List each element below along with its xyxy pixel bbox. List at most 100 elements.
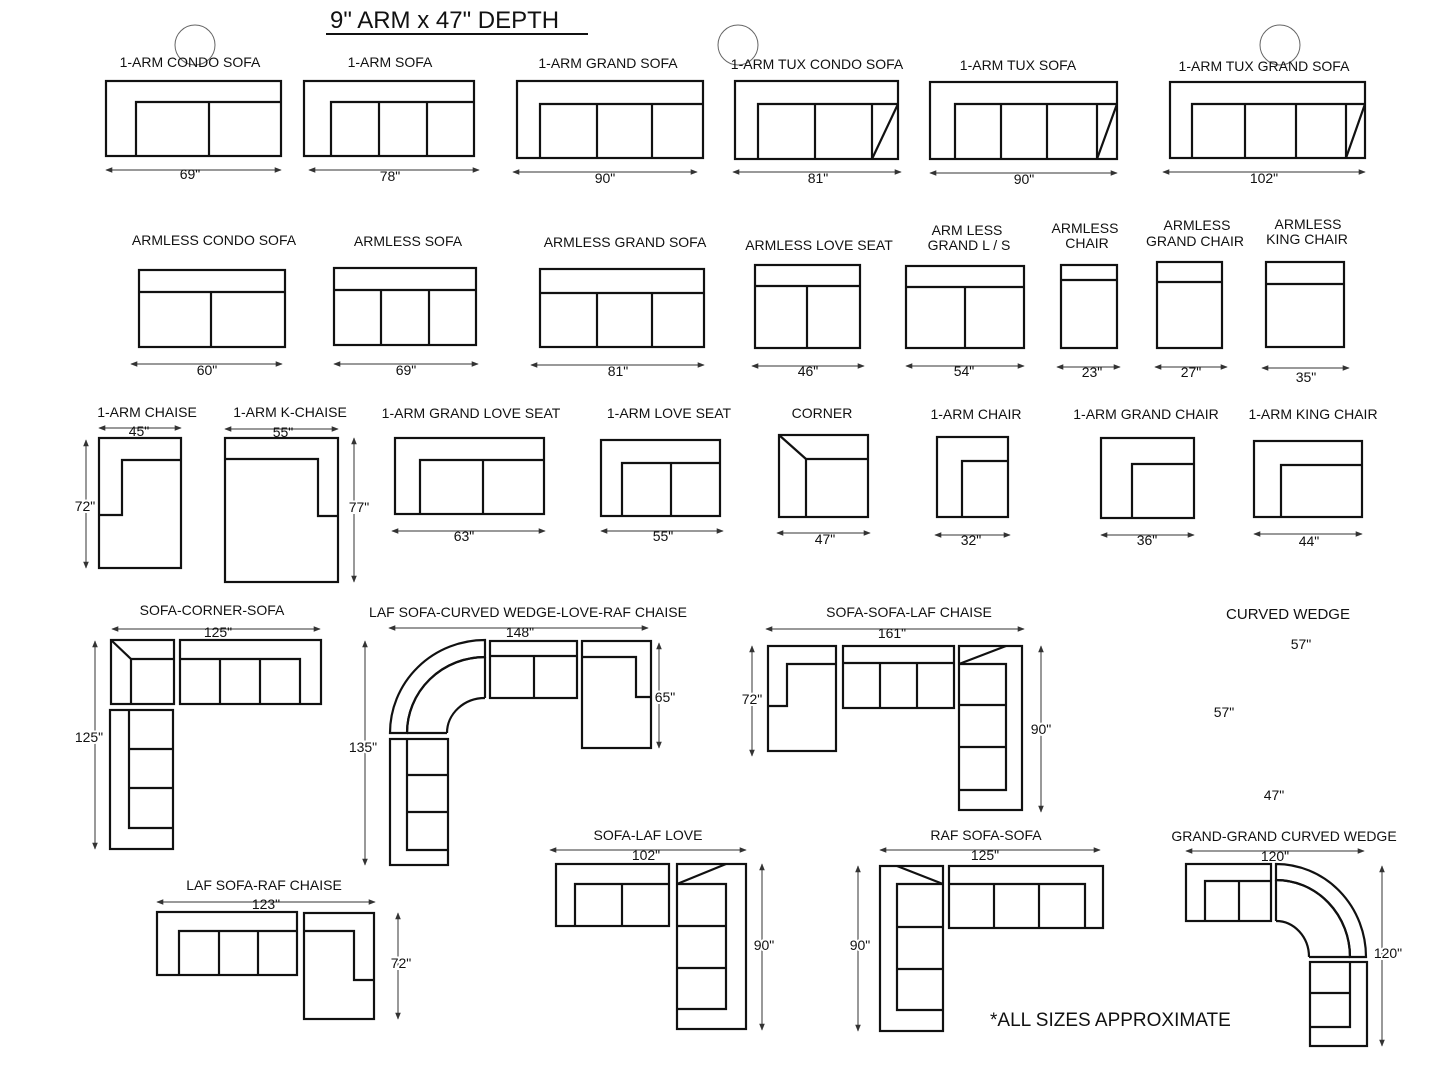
svg-text:ARMLESS SOFA: ARMLESS SOFA xyxy=(354,233,463,249)
svg-text:55": 55" xyxy=(273,424,294,440)
svg-text:54": 54" xyxy=(954,363,975,379)
svg-text:90": 90" xyxy=(595,170,616,186)
svg-text:SOFA-CORNER-SOFA: SOFA-CORNER-SOFA xyxy=(140,602,285,618)
svg-text:1-ARM LOVE SEAT: 1-ARM LOVE SEAT xyxy=(607,405,732,421)
svg-text:1-ARM CHAISE: 1-ARM CHAISE xyxy=(97,404,197,420)
svg-text:27": 27" xyxy=(1181,364,1202,380)
svg-text:102": 102" xyxy=(632,847,660,863)
svg-text:1-ARM KING CHAIR: 1-ARM KING CHAIR xyxy=(1248,406,1377,422)
binder-hole xyxy=(717,24,759,66)
item-raf-sofa-sofa: RAF SOFA-SOFA 125" 90" xyxy=(848,827,1105,1033)
item-1-arm-king-chair: 1-ARM KING CHAIR 44" xyxy=(1248,406,1377,549)
item-armless-love-seat: ARMLESS LOVE SEAT 46" xyxy=(745,237,893,379)
svg-text:72": 72" xyxy=(391,955,412,971)
svg-text:135": 135" xyxy=(349,739,377,755)
item-armless-grand-chair: ARMLESS GRAND CHAIR 27" xyxy=(1146,217,1244,380)
svg-text:ARMLESS: ARMLESS xyxy=(1275,216,1342,232)
svg-text:72": 72" xyxy=(75,498,96,514)
svg-text:45": 45" xyxy=(129,423,150,439)
svg-text:ARMLESS: ARMLESS xyxy=(1164,217,1231,233)
item-1-arm-grand-sofa: 1-ARM GRAND SOFA 90" xyxy=(512,55,705,186)
svg-text:57": 57" xyxy=(1291,636,1312,652)
svg-text:CORNER: CORNER xyxy=(792,405,853,421)
svg-text:RAF SOFA-SOFA: RAF SOFA-SOFA xyxy=(930,827,1042,843)
item-laf-sofa-curved-wedge-love-raf-chaise: LAF SOFA-CURVED WEDGE-LOVE-RAF CHAISE 14… xyxy=(347,604,687,867)
svg-text:63": 63" xyxy=(454,528,475,544)
svg-text:148": 148" xyxy=(506,624,534,640)
svg-text:46": 46" xyxy=(798,363,819,379)
item-armless-king-chair: ARMLESS KING CHAIR 35" xyxy=(1261,216,1350,385)
item-1-arm-tux-grand-sofa: 1-ARM TUX GRAND SOFA 102" xyxy=(1162,58,1367,186)
svg-text:ARMLESS GRAND SOFA: ARMLESS GRAND SOFA xyxy=(544,234,707,250)
svg-text:KING CHAIR: KING CHAIR xyxy=(1266,231,1348,247)
sizes-approximate-note: *ALL SIZES APPROXIMATE xyxy=(990,1010,1231,1031)
svg-text:120": 120" xyxy=(1261,848,1289,864)
item-armless-grand-love-seat: ARM LESS GRAND L / S 54" xyxy=(904,222,1026,379)
item-1-arm-grand-love-seat: 1-ARM GRAND LOVE SEAT 63" xyxy=(382,405,561,544)
svg-text:125": 125" xyxy=(204,624,232,640)
item-1-arm-chaise: 1-ARM CHAISE 45" 72" xyxy=(73,404,197,570)
svg-text:32": 32" xyxy=(961,532,982,548)
svg-text:161": 161" xyxy=(878,625,906,641)
svg-text:78": 78" xyxy=(380,168,401,184)
svg-text:47": 47" xyxy=(1264,787,1285,803)
item-1-arm-grand-chair: 1-ARM GRAND CHAIR 36" xyxy=(1073,406,1218,548)
svg-text:ARMLESS: ARMLESS xyxy=(1052,220,1119,236)
svg-text:SOFA-SOFA-LAF CHAISE: SOFA-SOFA-LAF CHAISE xyxy=(826,604,992,620)
svg-text:102": 102" xyxy=(1250,170,1278,186)
svg-text:81": 81" xyxy=(608,363,629,379)
svg-text:90": 90" xyxy=(850,937,871,953)
svg-text:1-ARM GRAND LOVE SEAT: 1-ARM GRAND LOVE SEAT xyxy=(382,405,561,421)
item-1-arm-k-chaise: 1-ARM K-CHAISE 55" 77" xyxy=(223,404,371,584)
item-armless-sofa: ARMLESS SOFA 69" xyxy=(332,233,479,378)
svg-text:GRAND L / S: GRAND L / S xyxy=(928,237,1011,253)
svg-text:1-ARM K-CHAISE: 1-ARM K-CHAISE xyxy=(233,404,347,420)
svg-text:36": 36" xyxy=(1137,532,1158,548)
svg-text:47": 47" xyxy=(815,531,836,547)
item-sofa-sofa-laf-chaise: SOFA-SOFA-LAF CHAISE 161" 72" 90" xyxy=(740,604,1053,813)
svg-text:35": 35" xyxy=(1296,369,1317,385)
svg-text:GRAND CHAIR: GRAND CHAIR xyxy=(1146,233,1244,249)
svg-text:123": 123" xyxy=(252,896,280,912)
svg-text:ARM LESS: ARM LESS xyxy=(932,222,1003,238)
svg-text:SOFA-LAF LOVE: SOFA-LAF LOVE xyxy=(594,827,703,843)
item-corner: CORNER 47" xyxy=(776,405,871,547)
svg-text:125": 125" xyxy=(971,847,999,863)
sheet-title: 9" ARM x 47" DEPTH xyxy=(330,7,559,34)
binder-hole xyxy=(174,24,216,66)
item-1-arm-chair: 1-ARM CHAIR 32" xyxy=(930,406,1021,548)
svg-text:90": 90" xyxy=(1014,171,1035,187)
item-curved-wedge: CURVED WEDGE 57" 57" 47" xyxy=(1214,606,1350,803)
item-sofa-corner-sofa: SOFA-CORNER-SOFA 125" 125" xyxy=(73,602,323,851)
item-armless-chair: ARMLESS CHAIR 23" xyxy=(1052,220,1121,380)
svg-text:1-ARM TUX GRAND SOFA: 1-ARM TUX GRAND SOFA xyxy=(1179,58,1351,74)
svg-text:GRAND-GRAND CURVED WEDGE: GRAND-GRAND CURVED WEDGE xyxy=(1171,828,1396,844)
svg-text:69": 69" xyxy=(396,362,417,378)
svg-text:ARMLESS LOVE SEAT: ARMLESS LOVE SEAT xyxy=(745,237,893,253)
svg-text:1-ARM CONDO SOFA: 1-ARM CONDO SOFA xyxy=(120,54,261,70)
svg-text:LAF SOFA-CURVED WEDGE-LOVE-RAF: LAF SOFA-CURVED WEDGE-LOVE-RAF CHAISE xyxy=(369,604,687,620)
item-1-arm-tux-sofa: 1-ARM TUX SOFA 90" xyxy=(928,57,1119,187)
svg-text:LAF SOFA-RAF CHAISE: LAF SOFA-RAF CHAISE xyxy=(186,877,342,893)
svg-text:44": 44" xyxy=(1299,533,1320,549)
svg-text:1-ARM TUX SOFA: 1-ARM TUX SOFA xyxy=(960,57,1077,73)
item-1-arm-sofa: 1-ARM SOFA 78" xyxy=(302,54,480,184)
item-armless-condo-sofa: ARMLESS CONDO SOFA 60" xyxy=(130,232,297,378)
svg-text:120": 120" xyxy=(1374,945,1402,961)
item-grand-grand-curved-wedge: GRAND-GRAND CURVED WEDGE 120" 120" xyxy=(1171,828,1404,1048)
svg-text:CURVED WEDGE: CURVED WEDGE xyxy=(1226,606,1350,623)
svg-text:1-ARM TUX CONDO SOFA: 1-ARM TUX CONDO SOFA xyxy=(731,56,904,72)
item-1-arm-condo-sofa: 1-ARM CONDO SOFA 69" xyxy=(104,54,283,182)
svg-text:60": 60" xyxy=(197,362,218,378)
item-1-arm-tux-condo-sofa: 1-ARM TUX CONDO SOFA 81" xyxy=(731,56,904,186)
binder-hole xyxy=(1259,24,1301,66)
item-armless-grand-sofa: ARMLESS GRAND SOFA 81" xyxy=(530,234,707,379)
svg-text:1-ARM CHAIR: 1-ARM CHAIR xyxy=(930,406,1021,422)
svg-text:90": 90" xyxy=(1031,721,1052,737)
svg-text:65": 65" xyxy=(655,689,676,705)
svg-text:57": 57" xyxy=(1214,704,1235,720)
svg-text:77": 77" xyxy=(349,499,370,515)
svg-text:55": 55" xyxy=(653,528,674,544)
item-sofa-laf-love: SOFA-LAF LOVE 102" 90" xyxy=(549,827,776,1031)
svg-text:72": 72" xyxy=(742,691,763,707)
